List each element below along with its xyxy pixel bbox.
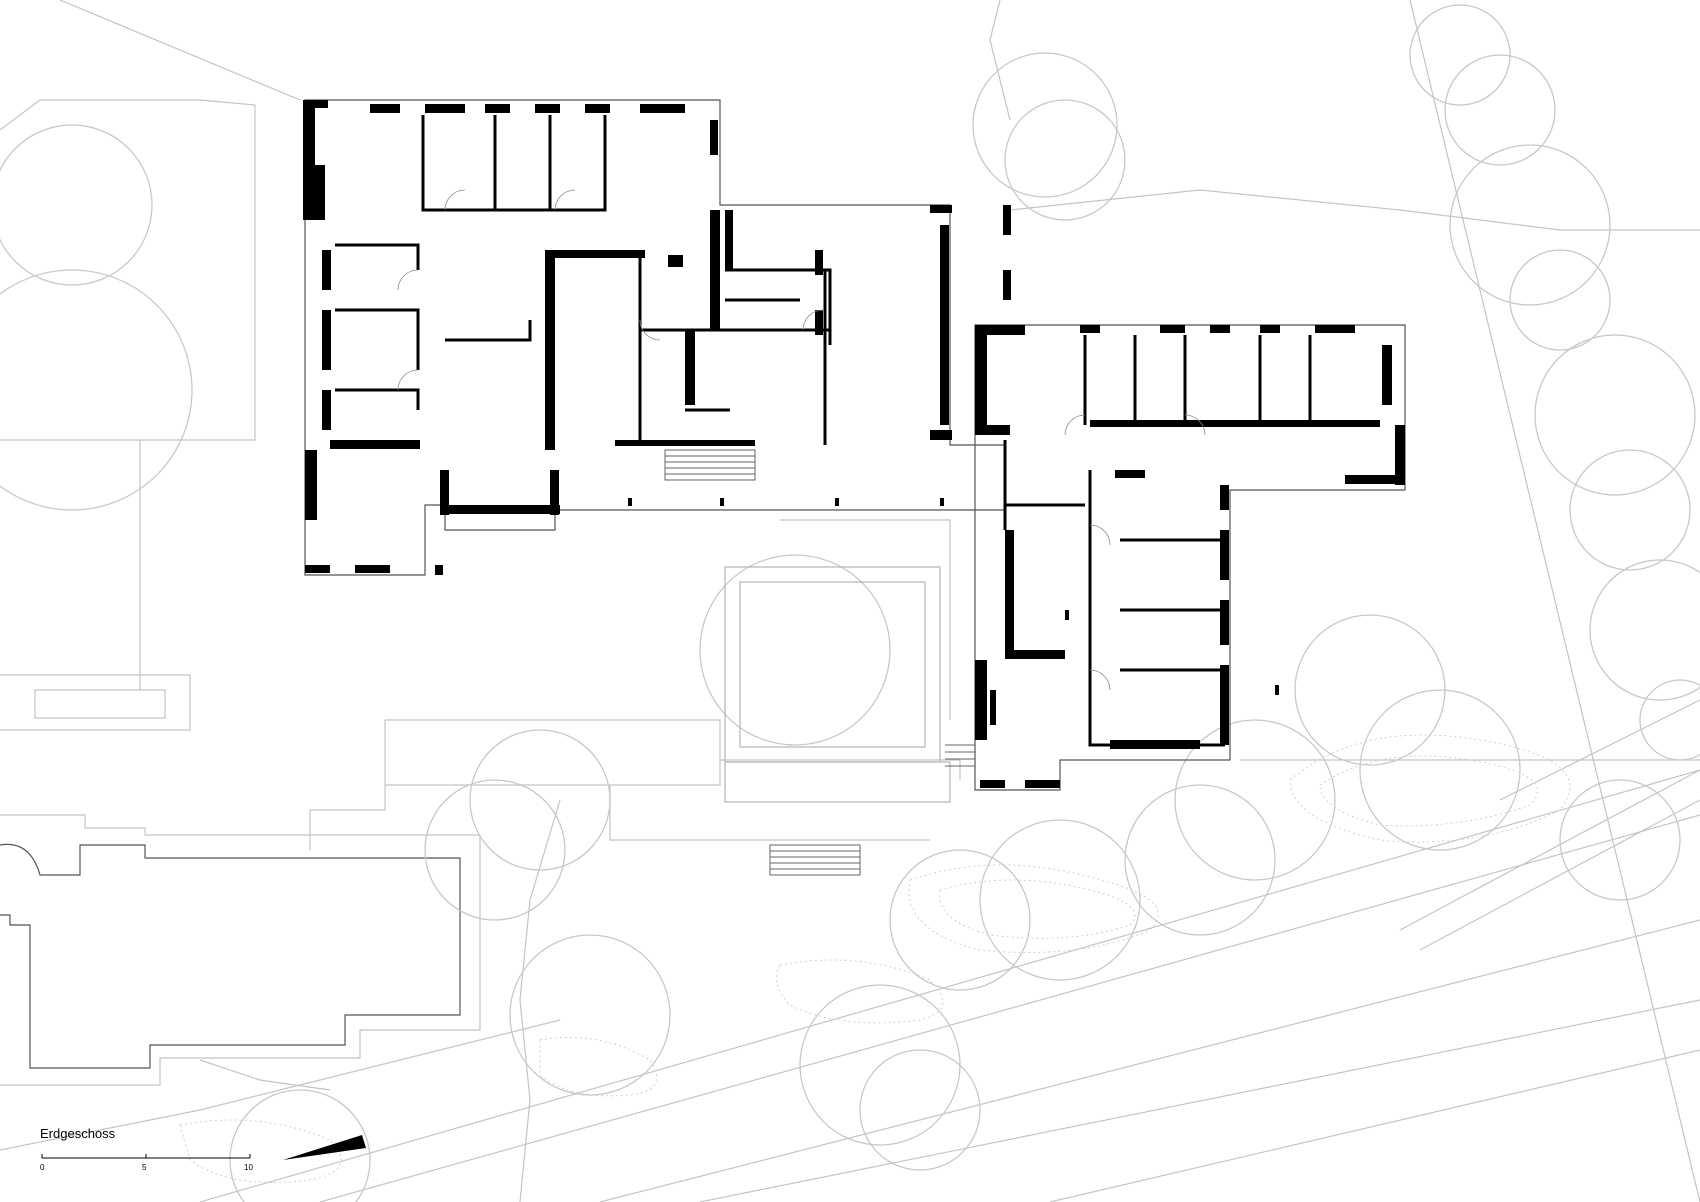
plan-title: Erdgeschoss bbox=[40, 1126, 116, 1141]
steps bbox=[664, 449, 975, 876]
scale-tick-10: 10 bbox=[244, 1163, 253, 1172]
scale-tick-5: 5 bbox=[142, 1163, 147, 1172]
courtyard bbox=[724, 566, 951, 803]
scale-bar-icon bbox=[41, 1154, 251, 1159]
building-east-wing bbox=[974, 324, 1406, 791]
neighbour-building-outline bbox=[0, 843, 461, 1069]
scale-tick-0: 0 bbox=[40, 1163, 45, 1172]
terrain-contours bbox=[179, 734, 1571, 1183]
north-arrow-icon bbox=[283, 1135, 366, 1160]
trees bbox=[0, 4, 1700, 1202]
building-west-wing bbox=[303, 99, 1006, 576]
pillars bbox=[628, 205, 1279, 725]
